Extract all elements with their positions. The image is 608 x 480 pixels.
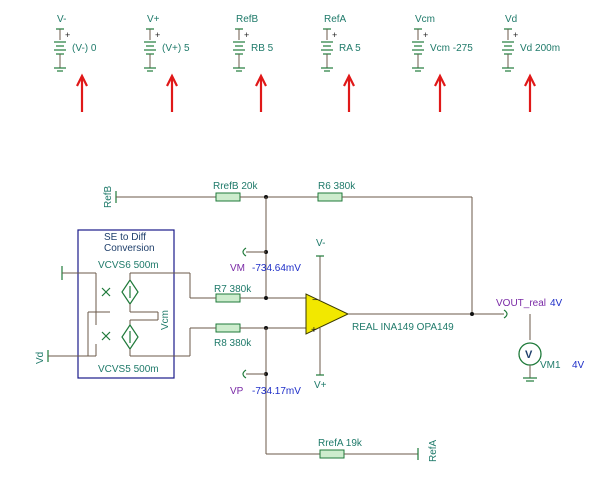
dc-source-v[interactable]: V+ +(V+) 5 xyxy=(144,14,190,72)
refa-port-label: RefA xyxy=(428,439,439,462)
source-value: Vcm -275 xyxy=(430,43,473,54)
vm-value: -734.64mV xyxy=(252,263,301,274)
svg-text:−: − xyxy=(312,295,318,306)
source-name: RefA xyxy=(324,14,347,25)
vplus-label: V+ xyxy=(314,380,327,391)
source-name: V+ xyxy=(147,14,160,25)
dc-source-refb[interactable]: RefB +RB 5 xyxy=(233,14,274,72)
r6-label: R6 380k xyxy=(318,181,356,192)
vd-port[interactable]: Vd xyxy=(35,350,62,364)
opamp-ina149[interactable]: − + REAL INA149 OPA149 xyxy=(305,256,504,375)
box-title-line1: SE to Diff xyxy=(104,232,146,243)
vout-probe[interactable]: VOUT_real 4V xyxy=(496,298,563,319)
svg-text:+: + xyxy=(311,325,317,336)
vp-probe[interactable]: VP -734.17mV xyxy=(230,369,301,397)
red-arrow-icon xyxy=(343,73,355,112)
vp-name: VP xyxy=(230,386,244,397)
box-title-line2: Conversion xyxy=(104,243,155,254)
dc-source-v[interactable]: V- +(V-) 0 xyxy=(54,14,97,72)
vp-value: -734.17mV xyxy=(252,386,301,397)
red-arrow-icon xyxy=(434,73,446,112)
plus-sign: + xyxy=(332,30,337,40)
opamp-label: REAL INA149 OPA149 xyxy=(352,322,454,333)
vd-port-label: Vd xyxy=(35,352,46,364)
vplus-pin: V+ xyxy=(314,374,327,391)
refb-port[interactable]: RefB xyxy=(103,185,216,208)
source-value: Vd 200m xyxy=(520,43,560,54)
rrefb-label: RrefB 20k xyxy=(213,181,258,192)
se-to-diff-box: SE to Diff Conversion VCVS6 500m VCVS5 5… xyxy=(60,229,216,379)
plus-sign: + xyxy=(244,30,249,40)
meter-name: VM1 xyxy=(540,360,561,371)
plus-sign: + xyxy=(423,30,428,40)
vminus-label: V- xyxy=(316,238,325,249)
source-value: (V-) 0 xyxy=(72,43,97,54)
resistor-rrefa[interactable]: RrefA 19k xyxy=(318,438,363,459)
resistor-rrefb[interactable]: RrefB 20k xyxy=(213,181,258,202)
vminus-pin: V- xyxy=(316,238,325,257)
source-value: RA 5 xyxy=(339,43,361,54)
vm-name: VM xyxy=(230,263,245,274)
vcvs6[interactable] xyxy=(101,272,216,306)
vcvs6-label: VCVS6 500m xyxy=(98,260,159,271)
resistor-r7[interactable]: R7 380k xyxy=(214,284,252,303)
source-name: RefB xyxy=(236,14,259,25)
vm-probe[interactable]: VM -734.64mV xyxy=(230,247,301,274)
source-name: Vd xyxy=(505,14,517,25)
resistor-r6[interactable]: R6 380k xyxy=(317,181,356,202)
source-name: V- xyxy=(57,14,66,25)
refa-port[interactable]: RefA xyxy=(417,439,439,462)
dc-source-vcm[interactable]: Vcm +Vcm -275 xyxy=(412,14,473,72)
r8-label: R8 380k xyxy=(214,338,252,349)
r7-label: R7 380k xyxy=(214,284,252,295)
red-arrow-icon xyxy=(255,73,267,112)
source-value: (V+) 5 xyxy=(162,43,190,54)
plus-sign: + xyxy=(65,30,70,40)
dc-source-vd[interactable]: Vd +Vd 200m xyxy=(502,14,560,72)
source-name: Vcm xyxy=(415,14,435,25)
red-arrow-icon xyxy=(76,73,88,112)
vcm-label: Vcm xyxy=(160,310,171,330)
circuit: RefB RrefB 20k R6 380k VM -734.64mV xyxy=(35,181,585,462)
refb-port-label: RefB xyxy=(103,185,114,208)
vcvs5-label: VCVS5 500m xyxy=(98,364,159,375)
rrefa-label: RrefA 19k xyxy=(318,438,363,449)
plus-sign: + xyxy=(155,30,160,40)
voltmeter-vm1[interactable]: V VM1 4V xyxy=(518,342,585,382)
dc-source-refa[interactable]: RefA +RA 5 xyxy=(321,14,361,72)
red-arrow-icon xyxy=(524,73,536,112)
vout-name: VOUT_real xyxy=(496,298,546,309)
red-arrow-icon xyxy=(166,73,178,112)
meter-value: 4V xyxy=(572,360,585,371)
meter-symbol: V xyxy=(525,349,533,361)
plus-sign: + xyxy=(513,30,518,40)
vcvs5[interactable] xyxy=(101,323,216,357)
vout-value: 4V xyxy=(550,298,563,309)
source-value: RB 5 xyxy=(251,43,274,54)
